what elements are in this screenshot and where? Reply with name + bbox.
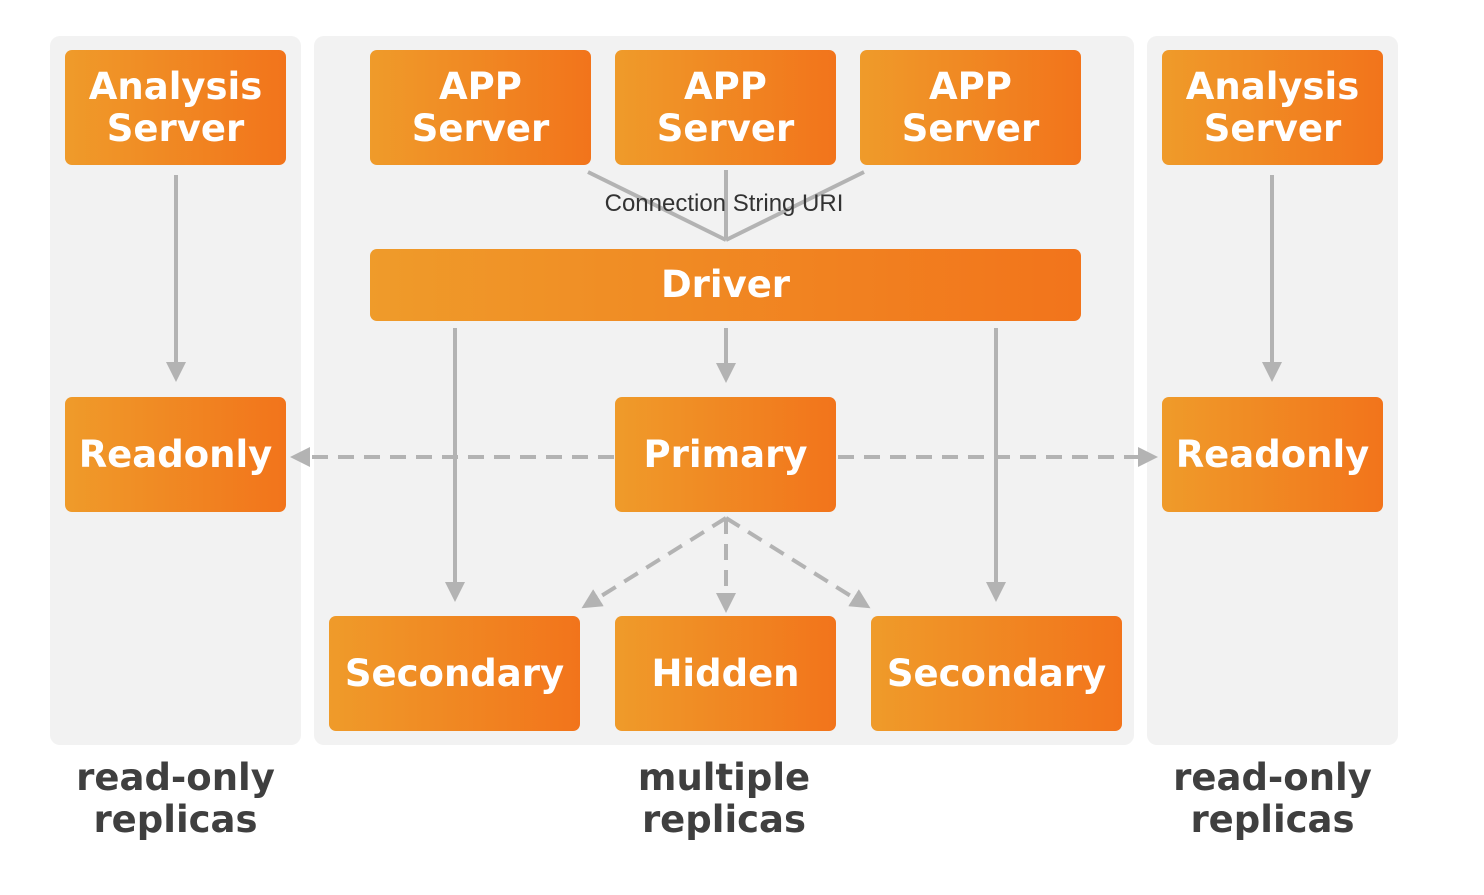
hidden-box: Hidden <box>615 616 836 731</box>
connection-string-label: Connection String URI <box>604 190 844 217</box>
dashed-arrow-primary-to-secondary-right <box>724 516 871 609</box>
primary-box: Primary <box>615 397 836 512</box>
readonly-right: Readonly <box>1162 397 1383 512</box>
readonly-left: Readonly <box>65 397 286 512</box>
line-app1-to-driver <box>587 170 727 242</box>
caption-left: read-only replicas <box>76 756 275 841</box>
secondary-left: Secondary <box>329 616 580 731</box>
app-server-3: APP Server <box>860 50 1081 165</box>
analysis-server-left: Analysis Server <box>65 50 286 165</box>
dashed-arrow-primary-to-secondary-left <box>581 516 728 609</box>
secondary-right: Secondary <box>871 616 1122 731</box>
caption-right: read-only replicas <box>1173 756 1372 841</box>
analysis-server-right: Analysis Server <box>1162 50 1383 165</box>
line-app3-to-driver <box>725 170 865 242</box>
app-server-2: APP Server <box>615 50 836 165</box>
app-server-1: APP Server <box>370 50 591 165</box>
caption-center: multiple replicas <box>637 756 811 841</box>
driver-box: Driver <box>370 249 1081 321</box>
